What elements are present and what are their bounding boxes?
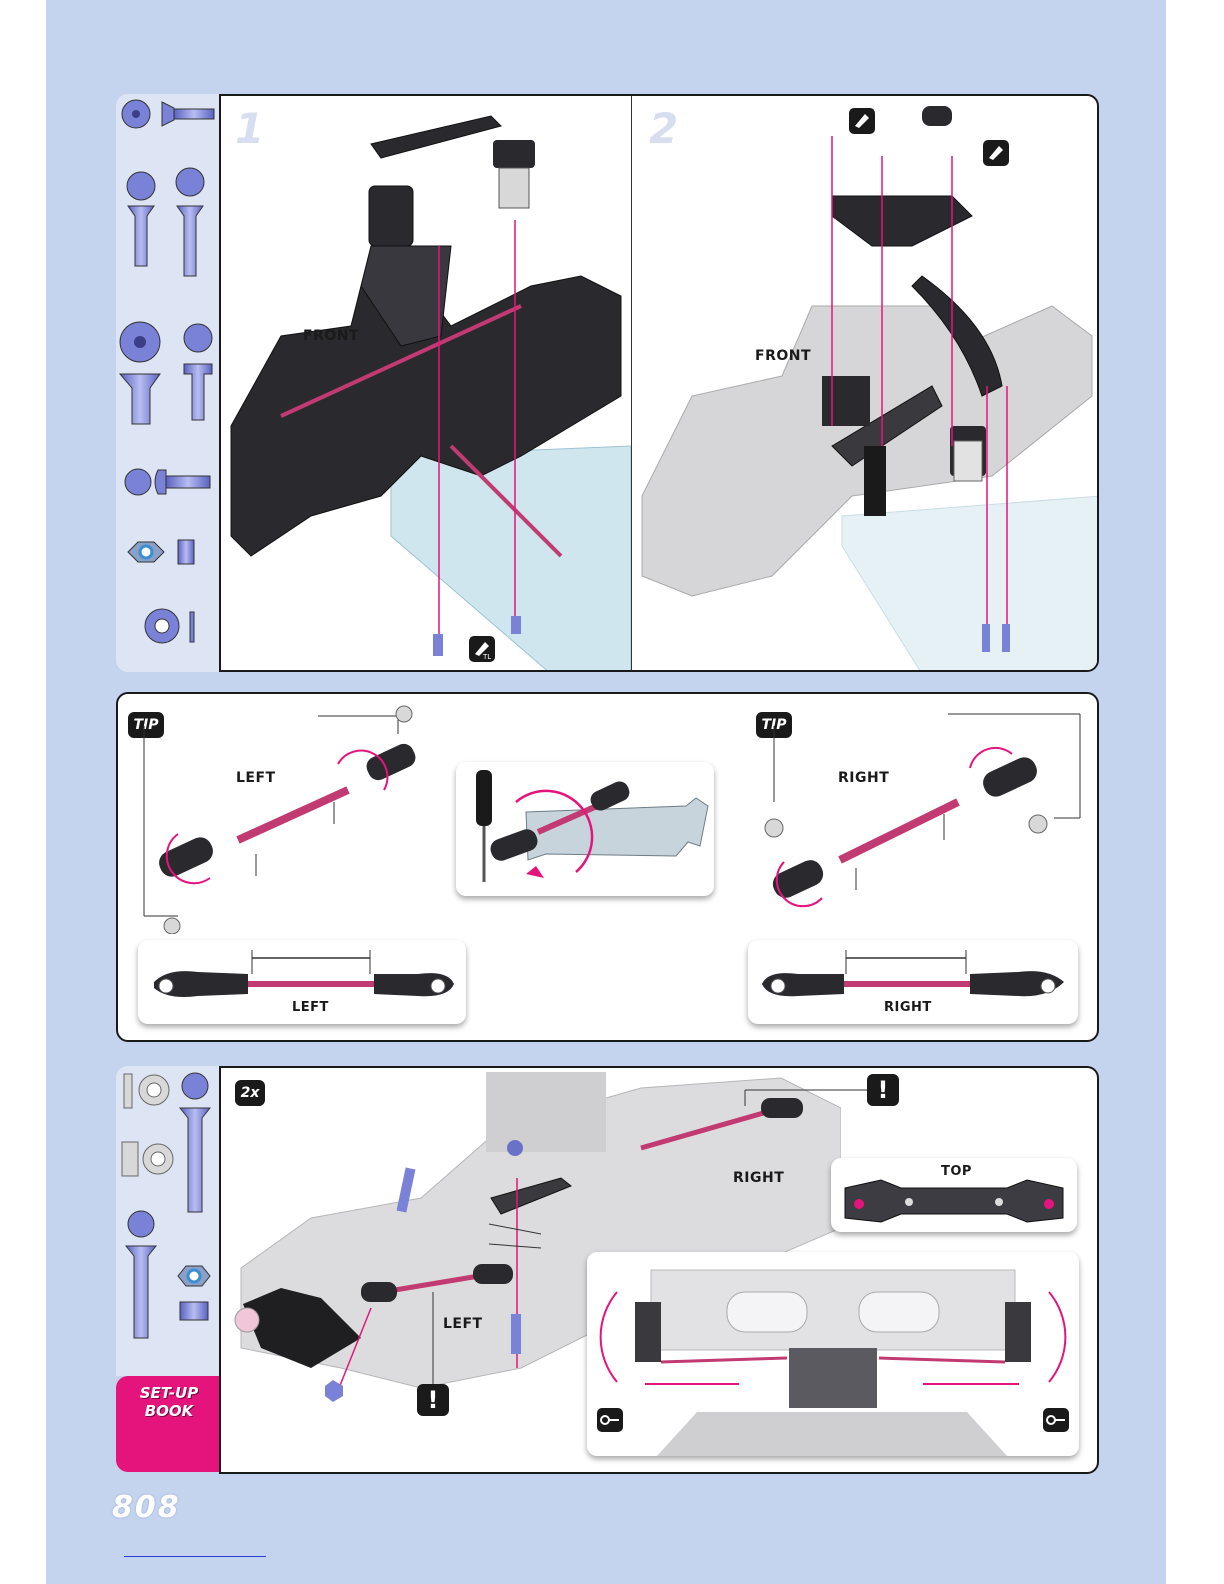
countersunk-screw-icon	[126, 1246, 156, 1338]
left-turnbuckle-exploded	[138, 694, 458, 934]
hardware-parts-top	[116, 94, 222, 672]
tip-right-label: RIGHT	[838, 770, 889, 786]
setup-book-badge: SET-UP BOOK	[116, 1376, 222, 1472]
screw-head-icon	[128, 1211, 154, 1237]
button-screw-icon	[184, 364, 212, 420]
threadlock-icon	[849, 108, 875, 134]
assembly-panel-step-3: 2x RIGHT LEFT ! ! TOP	[219, 1066, 1099, 1474]
right-turnbuckle-exploded	[758, 694, 1088, 934]
spacer-side-icon	[122, 1142, 138, 1176]
left-turnbuckle-length-inset: LEFT	[138, 940, 466, 1024]
left-length-caption: LEFT	[292, 1000, 329, 1015]
step1-illustration	[221, 96, 631, 672]
step1-front-label: FRONT	[303, 328, 359, 344]
step2-illustration	[632, 96, 1099, 672]
top-plate-inset: TOP	[831, 1158, 1077, 1232]
svg-text:TL: TL	[482, 653, 491, 661]
lock-nut-side-icon	[178, 540, 194, 564]
button-screw-side-icon	[166, 476, 210, 488]
turnbuckle-tip-panel: TIP TIP LEFT	[116, 692, 1099, 1042]
threadlock-icon: TL	[469, 636, 495, 662]
right-turnbuckle-length-inset: RIGHT	[748, 940, 1078, 1024]
camber-adjust-inset	[587, 1252, 1079, 1456]
screw-head-icon	[176, 168, 204, 196]
right-length-caption: RIGHT	[884, 1000, 932, 1015]
ball-stud-icon	[396, 706, 412, 722]
washer-side-icon	[190, 612, 194, 642]
setup-book-text: SET-UP BOOK	[140, 1384, 198, 1420]
countersunk-screw-icon	[180, 1108, 210, 1212]
screw-head-icon	[182, 1073, 208, 1099]
screw-head-icon	[184, 324, 212, 352]
footer-link-underline[interactable]	[124, 1556, 266, 1557]
ball-stud-icon	[765, 819, 783, 837]
ball-stud-icon	[1029, 815, 1047, 833]
tip-left-label: LEFT	[236, 770, 276, 786]
screw-head-icon	[127, 172, 155, 200]
shim-side-icon	[124, 1074, 132, 1108]
ball-stud-icon	[164, 918, 180, 934]
arrow-icon	[1043, 1408, 1069, 1432]
countersunk-screw-icon	[120, 374, 160, 424]
wrench-inset	[456, 762, 714, 896]
screw-side-icon	[174, 109, 214, 119]
brand-logo: 808	[112, 1490, 181, 1525]
arrow-icon	[597, 1408, 623, 1432]
carbon-top-plate-illustration	[831, 1158, 1077, 1232]
countersunk-screw-icon	[128, 206, 154, 266]
step2-front-label: FRONT	[755, 348, 811, 364]
lock-nut-side-icon	[180, 1302, 208, 1320]
turnbuckle-wrench-illustration	[456, 762, 714, 896]
front-suspension-rear-view	[587, 1252, 1079, 1456]
screw-head-icon	[125, 469, 151, 495]
hardware-parts-bottom	[116, 1066, 222, 1376]
countersunk-screw-icon	[177, 206, 203, 276]
threadlock-icon	[983, 140, 1009, 166]
assembly-panel-steps-1-2: 1 2 FRONT TL FRONT	[219, 94, 1099, 672]
